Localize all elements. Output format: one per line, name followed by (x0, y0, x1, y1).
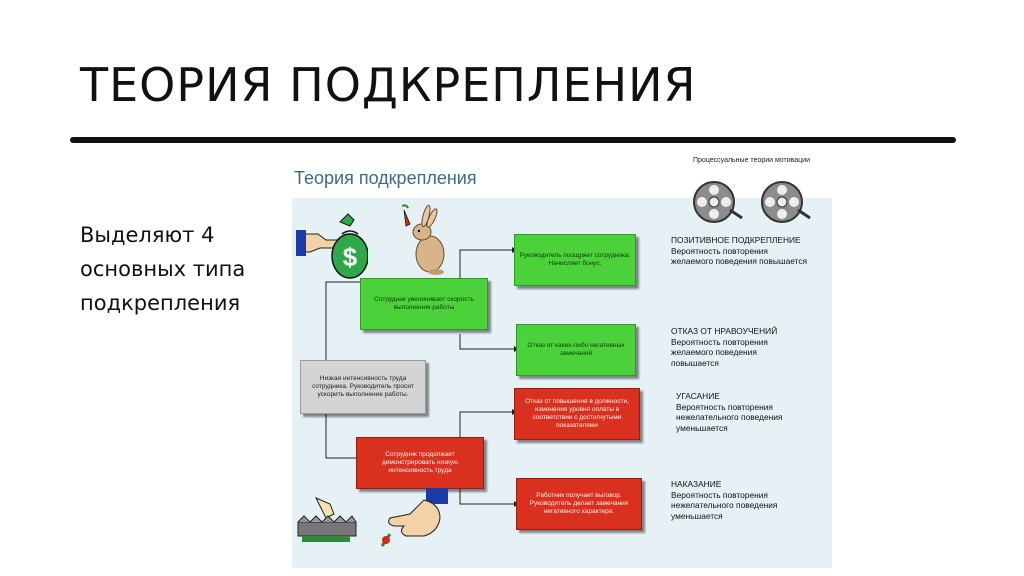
red-top-box: Отказ от повышения в должности, изменени… (514, 388, 640, 440)
label-line: Вероятность повторения (671, 245, 768, 256)
body-line: Выделяют 4 (80, 223, 215, 247)
green-top-box: Руководитель поощряет сотрудника. Начисл… (514, 234, 636, 286)
label-line: Вероятность повторения (676, 401, 773, 412)
title-rule (70, 137, 956, 143)
red-bottom-box: Работник получает выговор. Руководитель … (516, 478, 642, 530)
label-heading: УГАСАНИЕ (676, 391, 720, 401)
label-punishment: НАКАЗАНИЕ Вероятность повторения нежелат… (671, 479, 777, 521)
root-box: Низкая интенсивность труда сотрудника. Р… (300, 360, 426, 414)
red-mid-box: Сотрудник продолжает демонстрировать низ… (356, 437, 484, 489)
label-line: повышается (671, 357, 719, 368)
label-heading: НАКАЗАНИЕ (671, 479, 722, 489)
label-line: нежелательного поведения (676, 412, 783, 422)
label-line: уменьшается (676, 422, 728, 433)
label-line: желаемого поведения (671, 347, 757, 357)
label-positive-reinforcement: ПОЗИТИВНОЕ ПОДКРЕПЛЕНИЕ Вероятность повт… (671, 235, 807, 267)
label-no-moralizing: ОТКАЗ ОТ НРАВОУЧЕНИЙ Вероятность повторе… (671, 326, 777, 368)
label-heading: ПОЗИТИВНОЕ ПОДКРЕПЛЕНИЕ (671, 235, 801, 245)
label-line: желаемого поведения повышается (671, 256, 808, 266)
money-symbol: $ (343, 242, 358, 272)
trap-icon (297, 497, 357, 542)
green-mid-box: Сотрудник увеличивает скорость выполнени… (360, 278, 488, 330)
money-bag-icon: $ (296, 213, 368, 279)
label-line: нежелательного поведения (671, 500, 778, 510)
label-extinction: УГАСАНИЕ Вероятность повторения нежелате… (676, 391, 782, 433)
label-line: Вероятность повторения (671, 336, 768, 347)
film-reel-icon (693, 181, 743, 223)
body-line: подкрепления (80, 291, 241, 315)
label-line: уменьшается (671, 510, 723, 521)
body-line: основных типа (80, 257, 246, 281)
film-reel-icon (761, 181, 811, 223)
diagram-title: Теория подкрепления (294, 168, 477, 188)
green-bottom-box: Отказ от каких-либо негативных замечаний (516, 324, 636, 376)
diagram-figure: Теория подкрепления Процессуальные теори… (284, 154, 837, 572)
diagram-subtitle: Процессуальные теории мотивации (693, 157, 811, 164)
label-line: Вероятность повторения (671, 489, 768, 500)
pointing-hand-icon (380, 488, 448, 547)
slide-body-text: Выделяют 4 основных типа подкрепления (80, 218, 290, 320)
rabbit-carrot-icon (401, 204, 445, 275)
slide-title: ТЕОРИЯ ПОДКРЕПЛЕНИЯ (80, 58, 697, 112)
label-heading: ОТКАЗ ОТ НРАВОУЧЕНИЙ (671, 326, 778, 336)
